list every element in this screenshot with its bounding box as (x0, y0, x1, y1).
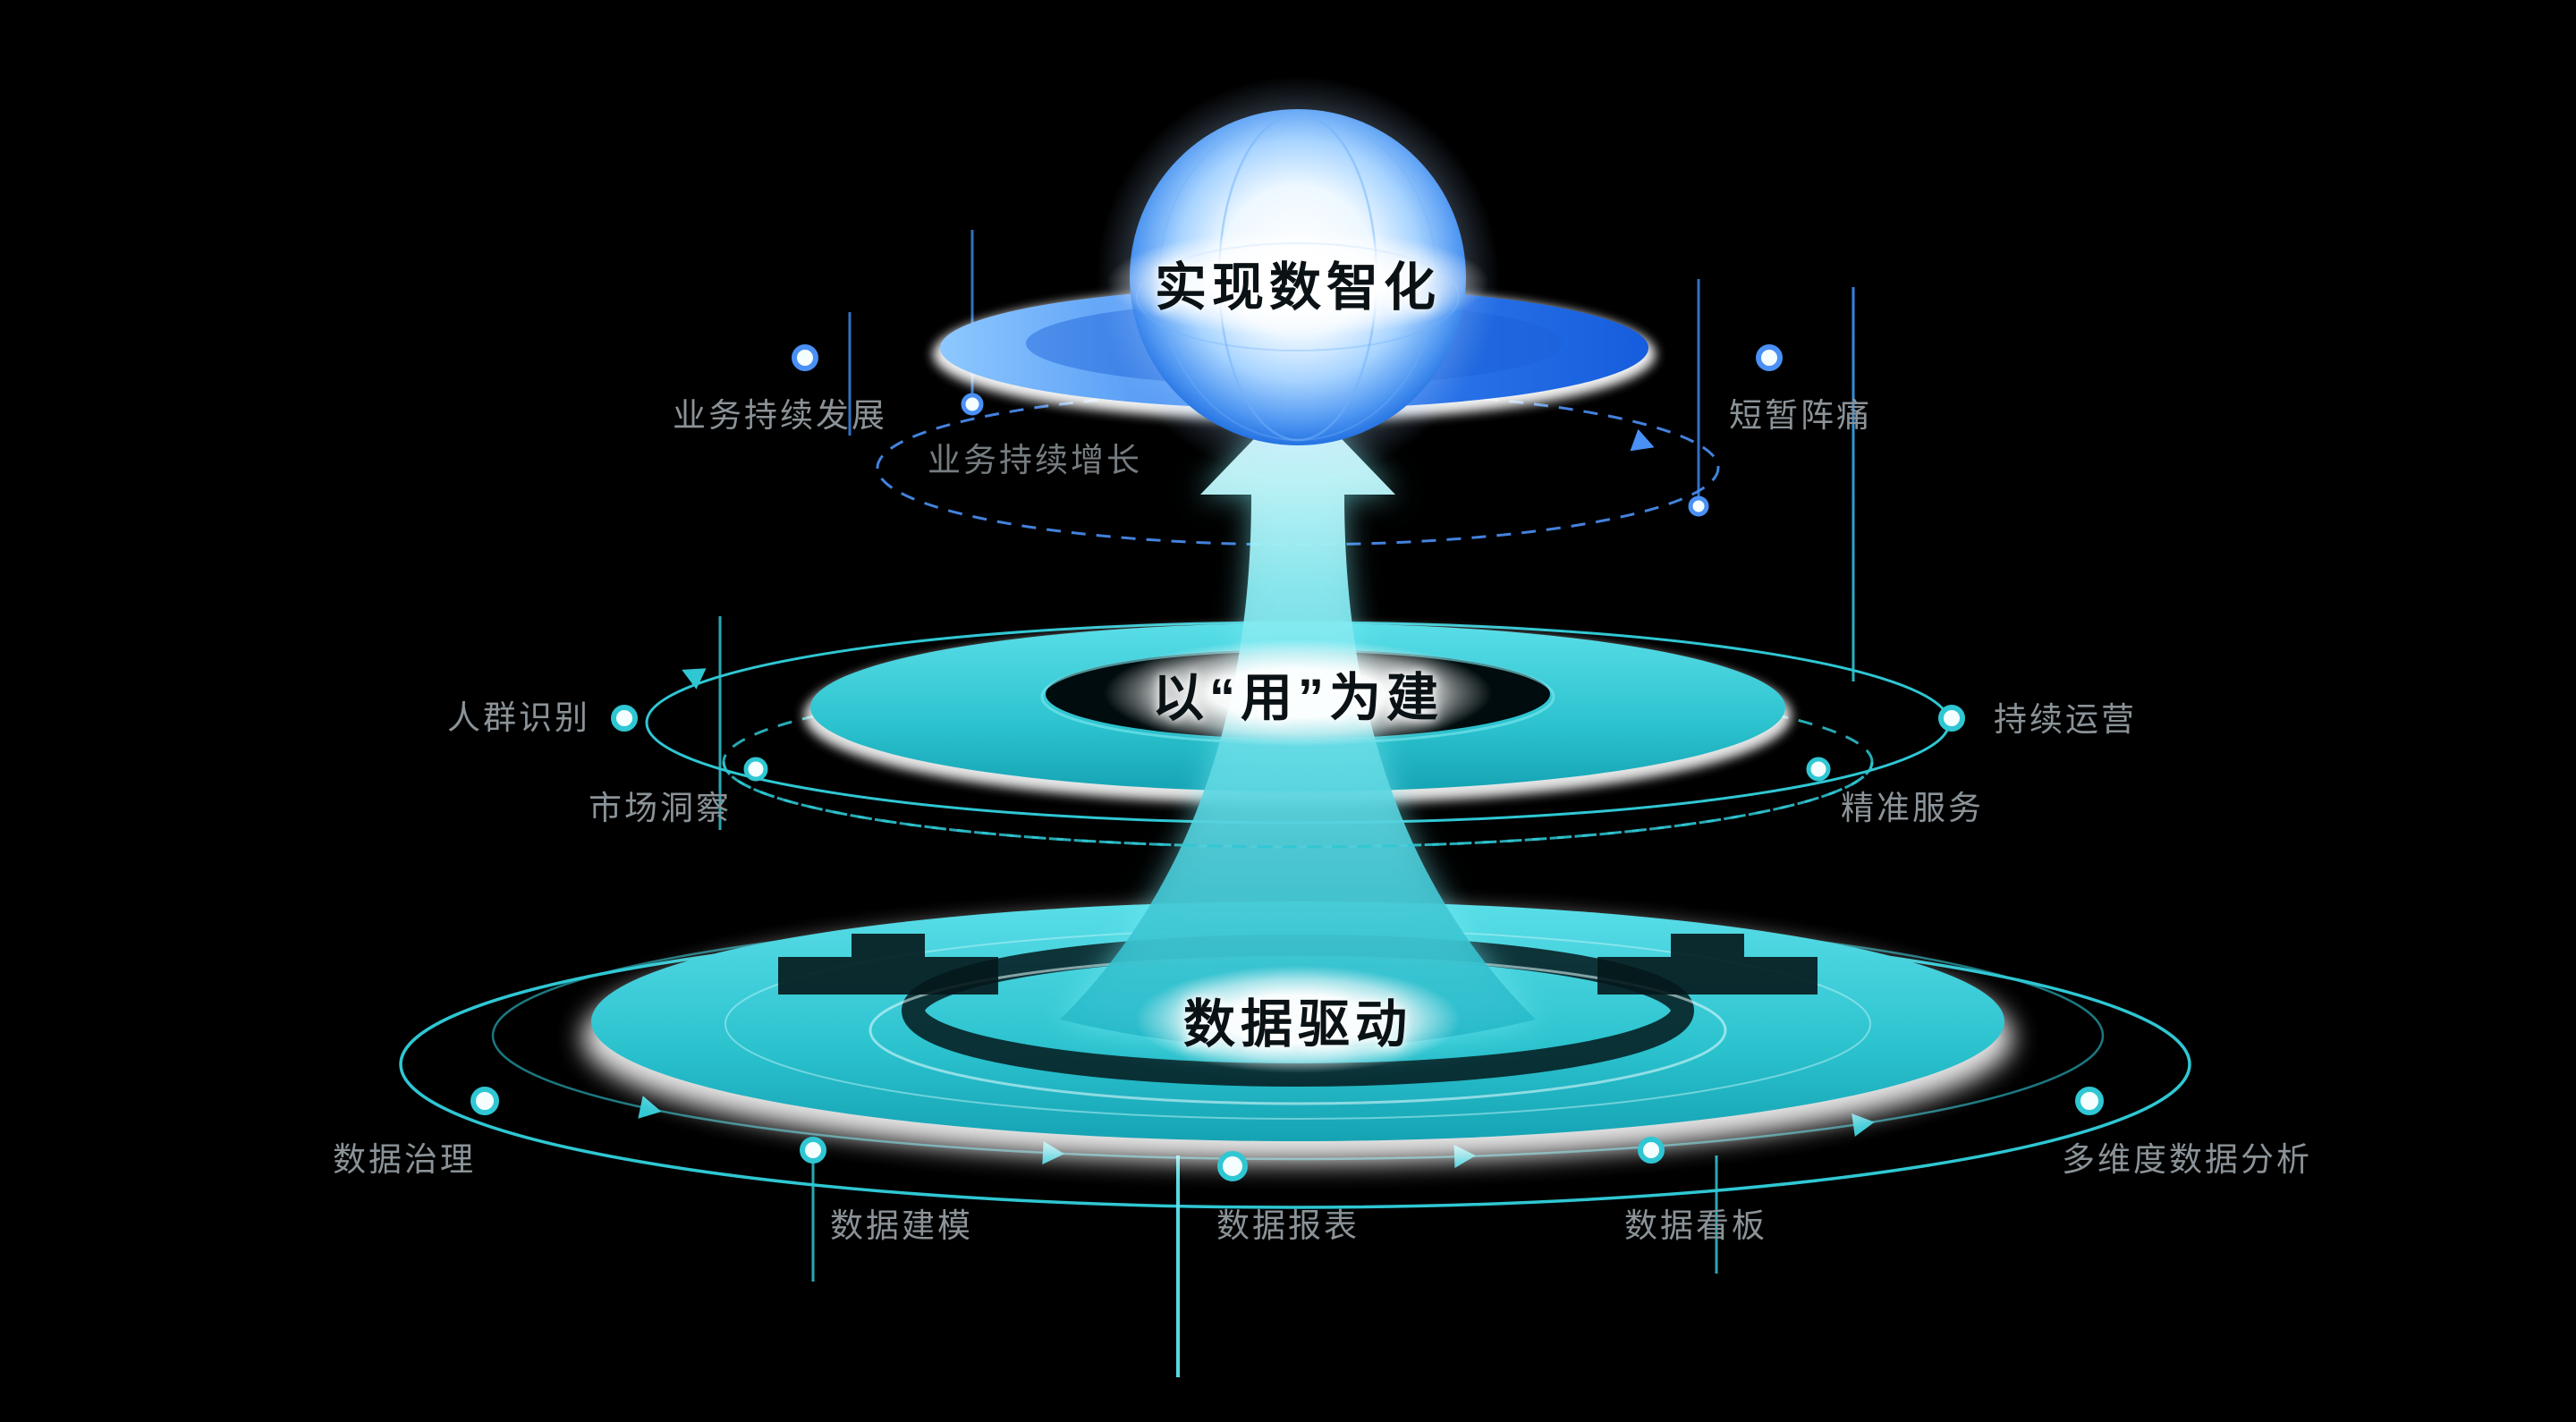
middle-orbit-arrowhead-icon (682, 668, 707, 690)
node-dot-icon (743, 757, 768, 782)
middle-orbit-front-arc (722, 761, 1874, 849)
bottom-disk-steps-right (1597, 934, 1818, 995)
node-dot-icon (1688, 495, 1709, 517)
node-dot-icon (1638, 1137, 1665, 1164)
node-dot-icon (1756, 344, 1783, 371)
node-dot-icon (961, 393, 984, 416)
bottom-disk-steps-left (778, 934, 998, 995)
node-dot-icon (470, 1087, 499, 1115)
node-dot-icon (2075, 1087, 2104, 1115)
bottom-orbit-arrowhead-icon (1852, 1113, 1875, 1137)
node-dot-icon (1217, 1151, 1248, 1181)
top-orbit-arrowhead-icon (1630, 428, 1655, 452)
node-dot-icon (1938, 705, 1965, 732)
bottom-orbit-arrowhead-icon (638, 1096, 662, 1119)
orbit-nodes (470, 344, 2104, 1181)
globe-icon (1097, 76, 1499, 478)
globe-sphere (1130, 109, 1466, 445)
node-dot-icon (611, 705, 638, 732)
node-dot-icon (1806, 757, 1831, 782)
node-dot-icon (792, 344, 818, 371)
node-dot-icon (800, 1137, 826, 1164)
